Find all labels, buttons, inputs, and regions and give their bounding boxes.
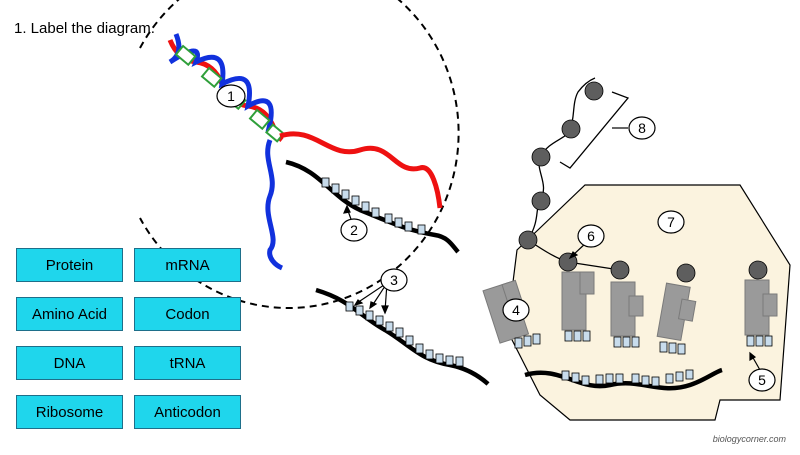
instruction-text: 1. Label the diagram. xyxy=(14,20,155,37)
mrna-on-ribosome xyxy=(524,367,723,391)
term-card-anticodon[interactable]: Anticodon xyxy=(134,395,241,429)
anticodons xyxy=(514,330,773,355)
callout-6: 6 xyxy=(577,224,605,248)
protein-chain xyxy=(518,77,768,283)
svg-text:2: 2 xyxy=(350,222,358,238)
callout-5: 5 xyxy=(748,368,776,392)
credit-text: biologycorner.com xyxy=(712,434,786,444)
svg-text:1: 1 xyxy=(227,88,235,104)
term-card-ribosome[interactable]: Ribosome xyxy=(16,395,123,429)
mrna-cytoplasm xyxy=(315,287,490,386)
mrna-in-nucleus xyxy=(285,159,460,254)
dna-helix xyxy=(167,33,443,271)
term-card-protein[interactable]: Protein xyxy=(16,248,123,282)
svg-text:6: 6 xyxy=(587,228,595,244)
term-card-codon[interactable]: Codon xyxy=(134,297,241,331)
svg-text:4: 4 xyxy=(512,302,520,318)
svg-text:7: 7 xyxy=(667,214,675,230)
term-card-amino-acid[interactable]: Amino Acid xyxy=(16,297,123,331)
svg-text:5: 5 xyxy=(758,372,766,388)
callout-8: 8 xyxy=(612,116,656,140)
term-card-mrna[interactable]: mRNA xyxy=(134,248,241,282)
nucleus-boundary xyxy=(139,0,460,309)
term-card-dna[interactable]: DNA xyxy=(16,346,123,380)
callout-2: 2 xyxy=(340,218,368,242)
svg-text:3: 3 xyxy=(390,272,398,288)
callout-3: 3 xyxy=(380,268,408,292)
callout-1: 1 xyxy=(216,84,246,108)
term-card-trna[interactable]: tRNA xyxy=(134,346,241,380)
callout-4: 4 xyxy=(502,298,530,322)
svg-text:8: 8 xyxy=(638,120,646,136)
callout-7: 7 xyxy=(657,210,685,234)
